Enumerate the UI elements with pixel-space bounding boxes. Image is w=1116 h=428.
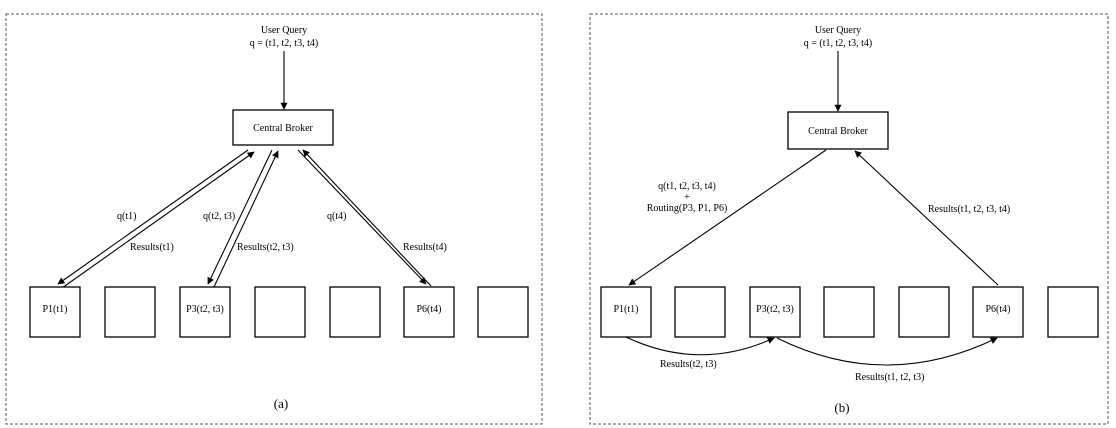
panel-b-node-label: P3(t2, t3) — [756, 304, 794, 315]
panel-a-peer-node — [477, 286, 529, 338]
panel-b-node-label: P1(t1) — [614, 304, 639, 315]
panel-b-peer-node — [600, 286, 652, 338]
panel-b-central-broker — [787, 111, 889, 150]
panel-a-label-results-t1: Results(t1) — [130, 242, 174, 253]
panel-a-label-q-t1: q(t1) — [117, 211, 136, 222]
panel-b-caption: (b) — [834, 400, 849, 415]
panel-b-frame — [589, 13, 1109, 425]
panel-b-peer-node — [972, 286, 1024, 338]
panel-a-query-terms: q = (t1, t2, t3, t4) — [250, 38, 318, 49]
panel-a-node-label: P6(t4) — [417, 304, 442, 315]
panel-a-query-to-p1-arrow — [57, 149, 249, 285]
panel-b-central-broker-label: Central Broker — [808, 126, 868, 137]
panel-a-caption: (a) — [274, 396, 288, 411]
panel-b-label-p3-to-p6: Results(t1, t2, t3) — [855, 372, 924, 383]
panel-a-query-to-p6-arrow — [297, 149, 427, 285]
panel-a-central-broker — [232, 109, 334, 146]
panel-a-label-results-t2-t3: Results(t2, t3) — [237, 242, 294, 253]
panel-b-results-p1-to-p3-arrow — [625, 336, 775, 356]
panel-a-label-results-t4: Results(t4) — [403, 242, 447, 253]
panel-a-results-from-p1-arrow — [61, 151, 255, 289]
panel-a-node-label: P1(t1) — [43, 304, 68, 315]
panel-b-query-routing-to-p1-arrow — [628, 149, 827, 286]
panel-a-peer-node — [104, 286, 156, 338]
panel-a-peer-node — [179, 286, 231, 338]
panel-b-label-forward-routing: Routing(P3, P1, P6) — [647, 203, 728, 214]
panel-a-results-from-p6-arrow — [302, 149, 432, 287]
panel-b-label-forward-plus: + — [684, 192, 690, 203]
panel-a-peer-node — [329, 286, 381, 338]
panel-b-peer-node — [1047, 286, 1099, 338]
panel-a-results-from-p3-arrow — [213, 150, 279, 288]
panel-b-query-title: User Query — [815, 25, 861, 36]
panel-b-label-final-results: Results(t1, t2, t3, t4) — [928, 204, 1010, 215]
panel-b-node-label: P6(t4) — [986, 304, 1011, 315]
panel-b-query-terms: q = (t1, t2, t3, t4) — [804, 38, 872, 49]
panel-b-label-forward-query: q(t1, t2, t3, t4) — [658, 181, 716, 192]
panel-a: User Query q = (t1, t2, t3, t4) Central … — [5, 13, 543, 425]
panel-b: User Query q = (t1, t2, t3, t4) Central … — [589, 13, 1109, 425]
panel-a-peer-node — [29, 286, 81, 338]
panel-a-label-q-t4: q(t4) — [327, 211, 346, 222]
panel-a-central-broker-label: Central Broker — [253, 123, 313, 134]
panel-a-query-title: User Query — [261, 25, 307, 36]
panel-b-final-results-arrow — [854, 150, 999, 286]
panel-b-peer-node — [898, 286, 950, 338]
panel-b-peer-node — [823, 286, 875, 338]
panel-a-peer-node — [403, 286, 455, 338]
panel-a-label-q-t2-t3: q(t2, t3) — [203, 211, 235, 222]
panel-b-label-p1-to-p3: Results(t2, t3) — [660, 359, 717, 370]
panel-b-peer-node — [674, 286, 726, 338]
panel-b-results-p3-to-p6-arrow — [776, 337, 998, 366]
panel-b-peer-node — [749, 286, 801, 338]
panel-a-node-label: P3(t2, t3) — [186, 304, 224, 315]
panel-a-peer-node — [254, 286, 306, 338]
panel-a-query-to-p3-arrow — [207, 149, 273, 285]
panel-a-frame — [5, 13, 543, 425]
